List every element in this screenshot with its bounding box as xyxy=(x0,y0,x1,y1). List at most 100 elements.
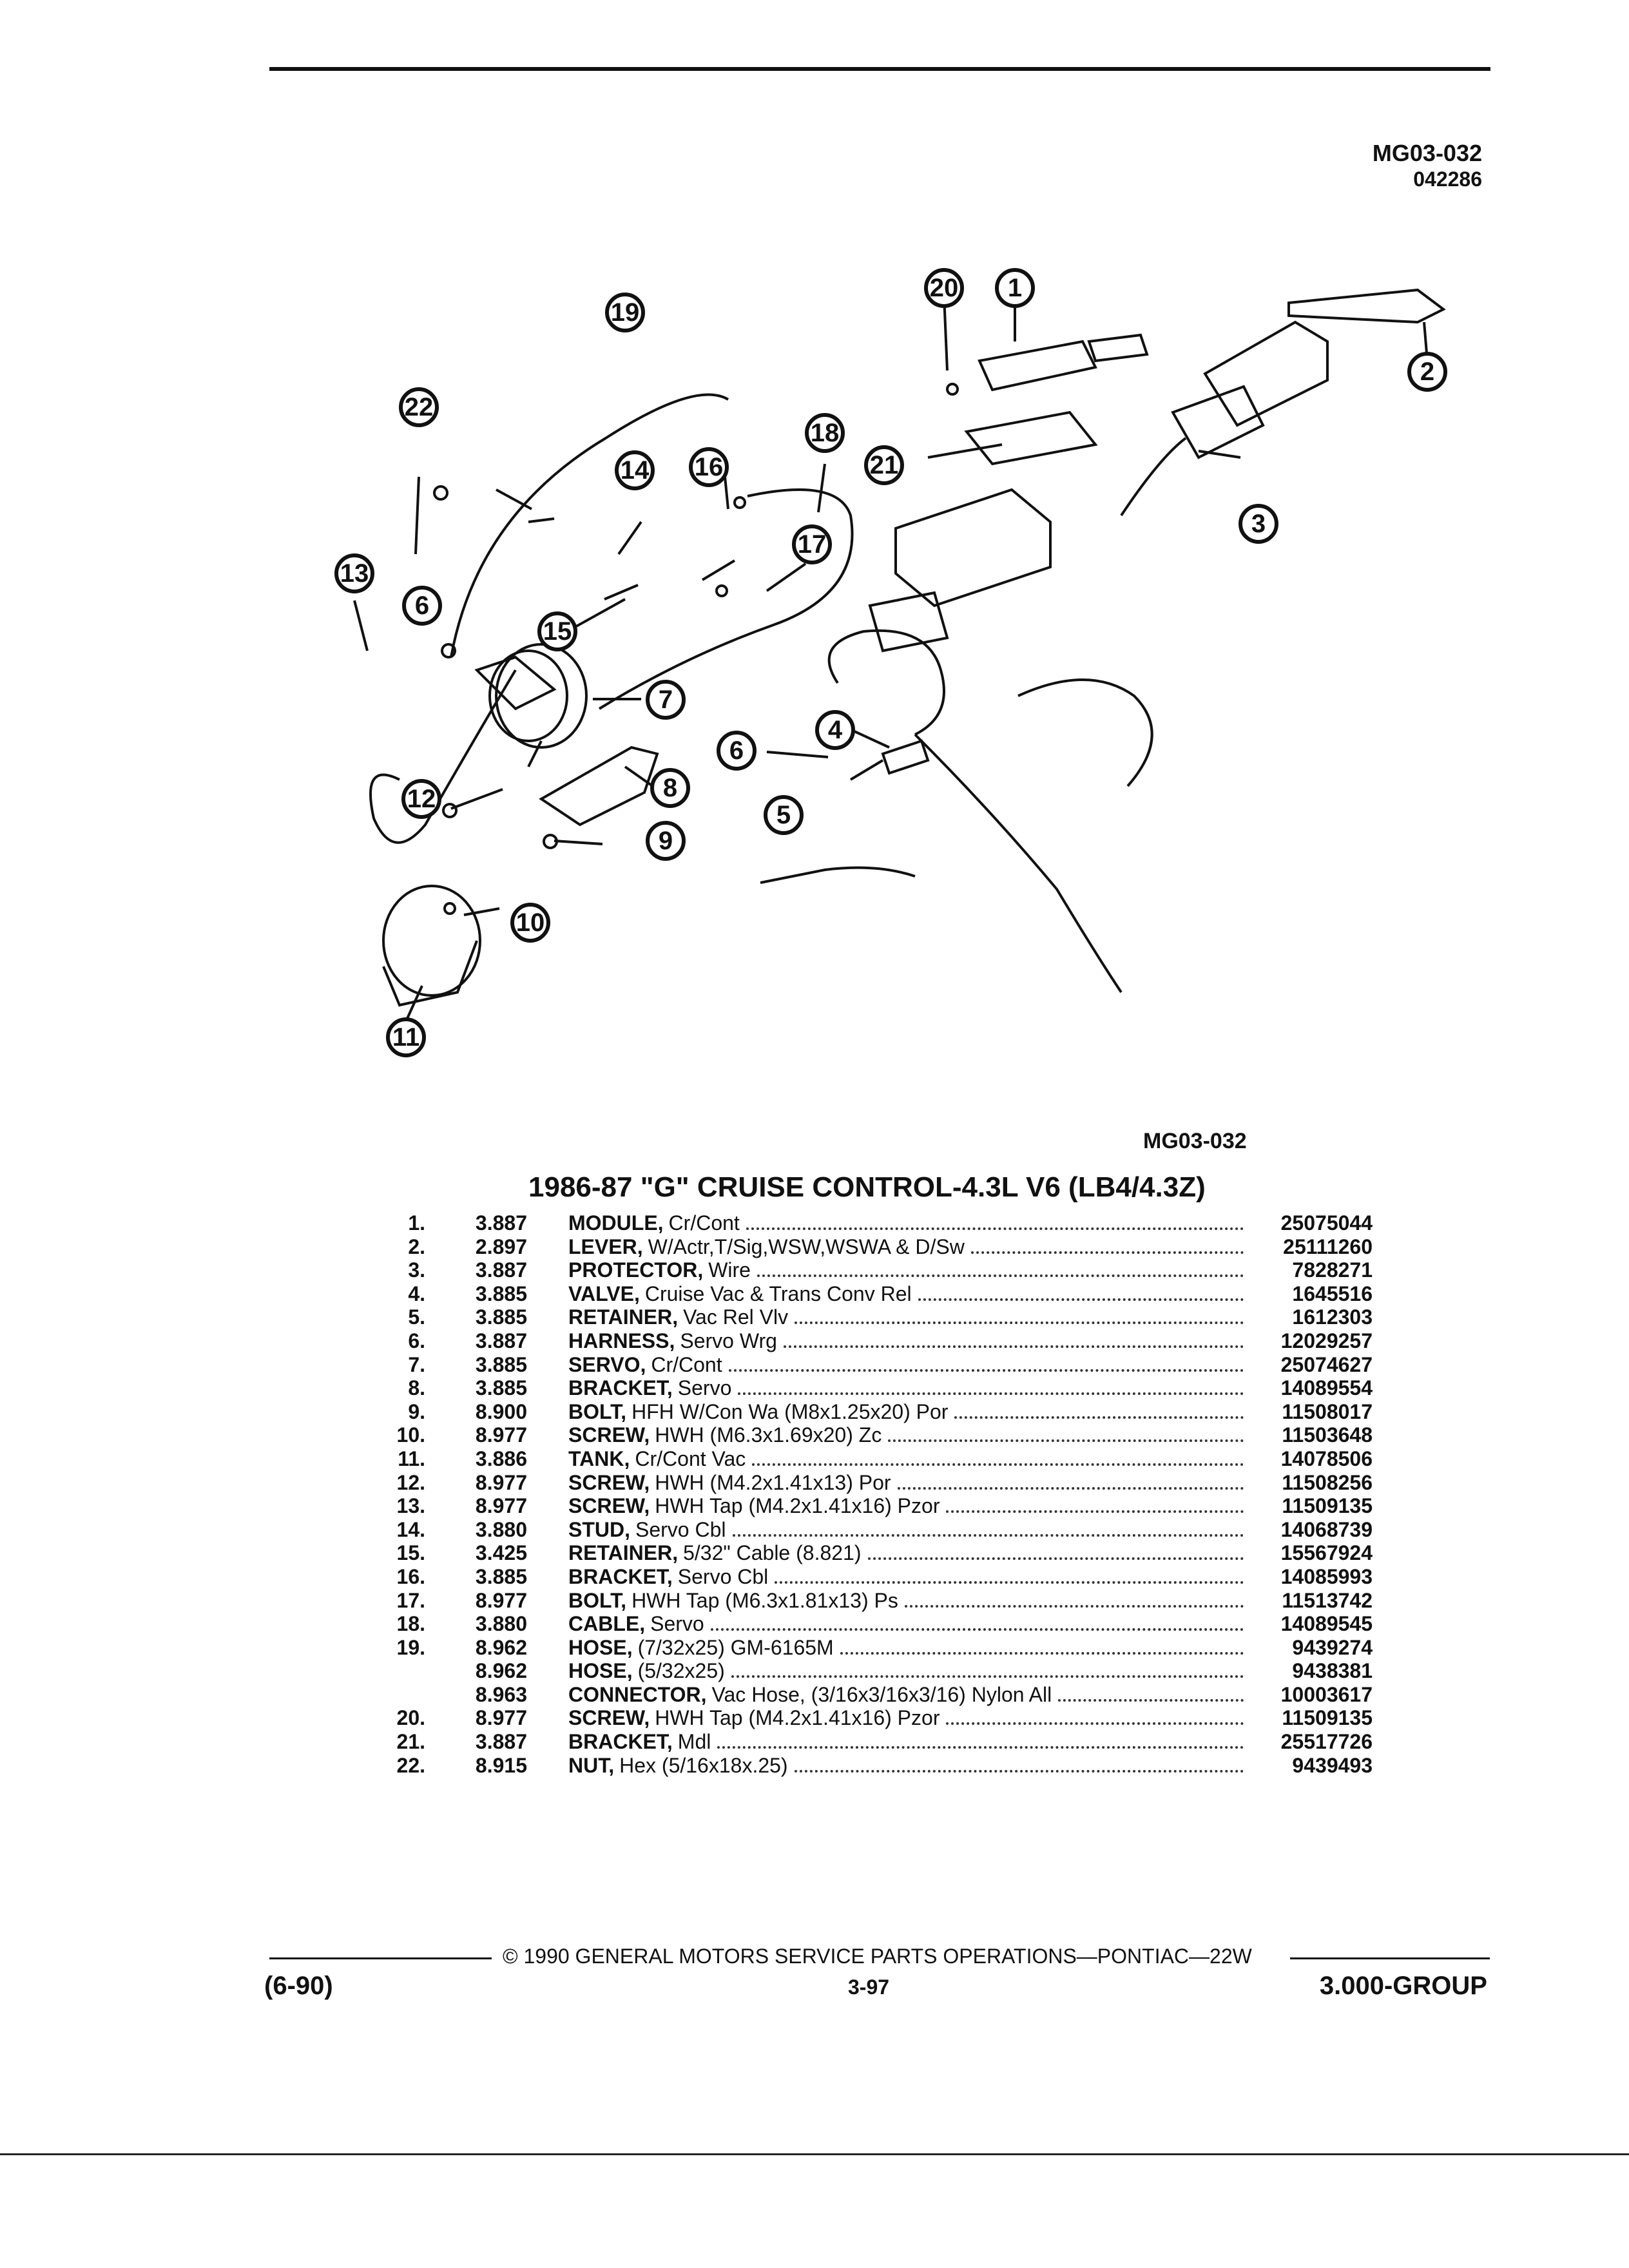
part-number: 14068739 xyxy=(1280,1517,1373,1541)
exploded-parts-diagram: 1 2 3 4 5 6 6 7 8 9 10 11 12 13 14 15 16… xyxy=(284,245,1508,1095)
leader-dots xyxy=(954,1400,1244,1419)
part-name: LEVER, xyxy=(568,1235,643,1258)
svg-text:13: 13 xyxy=(340,559,369,588)
part-description: PROTECTOR,Wire xyxy=(568,1258,1250,1282)
item-number: 1. xyxy=(408,1211,425,1235)
part-detail: 5/32" Cable (8.821) xyxy=(683,1541,862,1565)
group-number: 8.977 xyxy=(475,1588,527,1612)
group-number: 3.885 xyxy=(475,1282,527,1305)
vacuum-release-valve-drawing xyxy=(881,739,930,775)
part-description: BRACKET,Servo xyxy=(568,1376,1250,1400)
part-detail: Vac Rel Vlv xyxy=(683,1305,789,1329)
vacuum-hose-lower-drawing xyxy=(760,866,916,884)
part-description: HOSE,(5/32x25) xyxy=(568,1659,1250,1683)
leader-dots xyxy=(752,1447,1244,1466)
part-number: 9439493 xyxy=(1292,1753,1373,1777)
part-name: HOSE, xyxy=(568,1635,633,1659)
group-number: 8.962 xyxy=(475,1635,527,1659)
group-number: 8.977 xyxy=(475,1470,527,1494)
copyright: © 1990 GENERAL MOTORS SERVICE PARTS OPER… xyxy=(503,1945,1252,1968)
part-number: 25075044 xyxy=(1280,1211,1373,1235)
leader-dots xyxy=(946,1494,1244,1514)
group-number: 8.900 xyxy=(475,1399,527,1423)
callout-6-left: 6 xyxy=(402,586,442,626)
callout-22: 22 xyxy=(399,387,439,427)
leader-dots xyxy=(738,1376,1244,1396)
part-detail: W/Actr,T/Sig,WSW,WSWA & D/Sw xyxy=(648,1235,965,1258)
item-number: 16. xyxy=(396,1564,425,1588)
group-number: 8.977 xyxy=(475,1706,527,1730)
part-number: 10003617 xyxy=(1280,1682,1373,1706)
svg-text:21: 21 xyxy=(870,451,899,479)
harness-right-drawing xyxy=(827,629,945,736)
svg-text:16: 16 xyxy=(695,453,724,481)
callout-4: 4 xyxy=(815,710,855,750)
part-name: RETAINER, xyxy=(568,1305,679,1329)
part-number: 11509135 xyxy=(1282,1494,1373,1518)
part-number: 15567924 xyxy=(1280,1541,1373,1565)
svg-text:6: 6 xyxy=(415,591,429,620)
group-number: 3.887 xyxy=(475,1211,527,1235)
leader-dots xyxy=(757,1258,1244,1278)
part-detail: (5/32x25) xyxy=(637,1659,725,1683)
item-number: 2. xyxy=(408,1235,425,1258)
group-number: 8.977 xyxy=(475,1494,527,1518)
part-description: RETAINER,Vac Rel Vlv xyxy=(568,1305,1250,1329)
module-connector-drawing xyxy=(1087,333,1149,363)
svg-text:8: 8 xyxy=(663,774,677,802)
servo-mount-bracket-drawing xyxy=(539,745,659,827)
part-name: MODULE, xyxy=(568,1211,664,1235)
svg-text:1: 1 xyxy=(1008,274,1022,302)
part-detail: Wire xyxy=(708,1258,751,1282)
leader-dots xyxy=(795,1305,1244,1325)
part-number: 11508017 xyxy=(1282,1399,1373,1423)
vacuum-tank-drawing xyxy=(382,885,481,997)
part-number: 25517726 xyxy=(1280,1730,1373,1754)
item-number: 4. xyxy=(408,1282,425,1305)
leader-dots xyxy=(732,1518,1244,1537)
callout-6-right: 6 xyxy=(717,731,757,771)
part-name: HARNESS, xyxy=(568,1329,675,1352)
group-number: 3.880 xyxy=(475,1517,527,1541)
part-name: SCREW, xyxy=(568,1423,650,1447)
svg-text:11: 11 xyxy=(392,1023,419,1052)
revision-date: (6-90) xyxy=(264,1972,333,2000)
figure-id-block: MG03-032 042286 xyxy=(1373,140,1482,192)
page-number: 3-97 xyxy=(848,1975,890,1999)
brake-booster-drawing xyxy=(894,488,1052,608)
part-detail: HWH Tap (M4.2x1.41x16) Pzor xyxy=(655,1706,940,1730)
part-detail: HWH Tap (M4.2x1.41x16) Pzor xyxy=(655,1494,940,1518)
part-description: BOLT,HFH W/Con Wa (M8x1.25x20) Por xyxy=(568,1400,1250,1424)
figure-caption: MG03-032 xyxy=(1143,1129,1247,1153)
leader-dots xyxy=(867,1541,1244,1561)
part-number: 14085993 xyxy=(1280,1564,1373,1588)
item-number: 12. xyxy=(396,1470,425,1494)
top-rule xyxy=(269,67,1490,71)
svg-text:10: 10 xyxy=(516,908,545,937)
bottom-rule xyxy=(0,2153,1629,2155)
callout-18: 18 xyxy=(805,413,845,453)
leader-dots xyxy=(717,1730,1244,1749)
part-number: 12029257 xyxy=(1280,1329,1373,1352)
svg-text:12: 12 xyxy=(407,785,436,813)
callout-19: 19 xyxy=(605,293,645,332)
cruise-module-drawing xyxy=(978,340,1097,392)
part-description: SCREW,HWH (M4.2x1.41x13) Por xyxy=(568,1471,1250,1495)
svg-text:7: 7 xyxy=(659,686,673,714)
part-number: 14089554 xyxy=(1280,1376,1373,1400)
leader-dots xyxy=(775,1565,1244,1584)
callout-12: 12 xyxy=(401,779,441,819)
callout-20: 20 xyxy=(924,268,964,308)
part-name: VALVE, xyxy=(568,1282,640,1305)
harness-branch-drawing xyxy=(1017,678,1153,787)
part-detail: HWH Tap (M6.3x1.81x13) Ps xyxy=(631,1588,898,1612)
